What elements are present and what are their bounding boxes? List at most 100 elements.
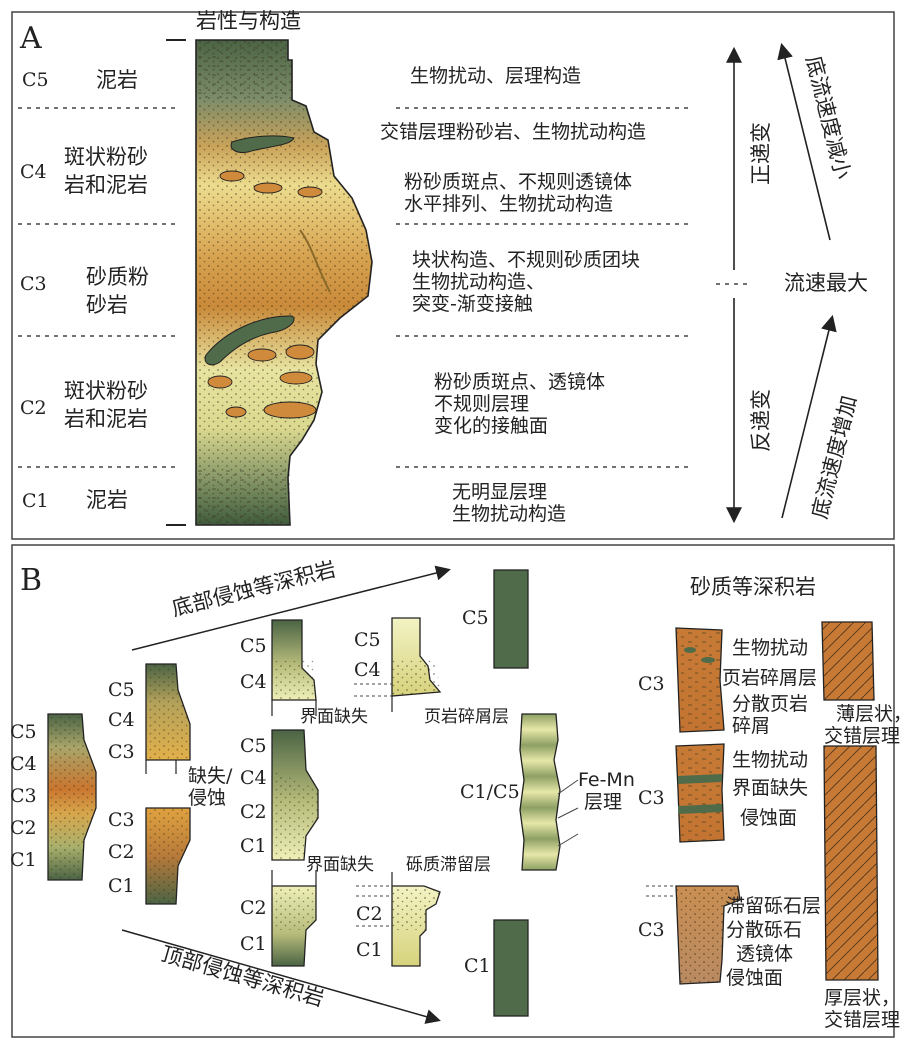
flow-lower-label: 底流速度增加: [808, 393, 862, 521]
svg-text:C5: C5: [22, 69, 49, 91]
sandy-row-2: C3 生物扰动 界面缺失 侵蚀面: [638, 743, 808, 843]
svg-text:侵蚀面: 侵蚀面: [740, 807, 797, 829]
flow-upper-label: 底流速度减小: [801, 53, 855, 181]
svg-text:透镜体: 透镜体: [736, 943, 793, 965]
trend-lower-label: 反递变: [749, 389, 773, 452]
svg-text:C4: C4: [108, 709, 135, 731]
svg-text:侵蚀: 侵蚀: [188, 787, 226, 809]
panel-a-column-title: 岩性与构造: [196, 9, 301, 33]
svg-text:页岩碎屑层: 页岩碎屑层: [722, 667, 817, 689]
trend-upper-label: 正递变: [749, 122, 773, 185]
svg-text:厚层状，: 厚层状，: [824, 987, 900, 1009]
svg-text:岩和泥岩: 岩和泥岩: [64, 173, 148, 197]
svg-text:砂质粉: 砂质粉: [86, 265, 149, 289]
column-c: C5 C4 C2 C1: [240, 729, 319, 861]
column-d: C2 C1: [240, 870, 317, 967]
svg-text:滞留砾石层: 滞留砾石层: [726, 895, 821, 917]
panel-a-frame: [11, 11, 895, 540]
svg-text:缺失/: 缺失/: [188, 765, 233, 787]
svg-text:C5: C5: [240, 735, 267, 757]
svg-text:生物扰动构造、: 生物扰动构造、: [412, 271, 545, 293]
svg-text:C4: C4: [20, 161, 47, 183]
svg-text:侵蚀面: 侵蚀面: [726, 967, 783, 989]
c5-only-column: C5: [462, 569, 529, 669]
unit-c3-label: C3 砂质粉 砂岩: [20, 265, 149, 317]
svg-text:C1: C1: [10, 849, 37, 871]
column-a: C5 C4: [240, 619, 317, 716]
c1c5-column: C1/C5 Fe-Mn 层理: [460, 713, 635, 871]
panel-b-label: B: [20, 563, 42, 598]
svg-text:块状构造、不规则砂质团块: 块状构造、不规则砂质团块: [412, 249, 640, 271]
svg-text:C5: C5: [240, 635, 267, 657]
flow-arrow-upper: [777, 42, 831, 241]
svg-text:C3: C3: [638, 919, 665, 941]
eroded-lower-column: C3 C2 C1: [108, 807, 191, 905]
svg-text:分散砾石: 分散砾石: [726, 919, 802, 941]
svg-text:Fe-Mn: Fe-Mn: [578, 769, 635, 791]
svg-text:C3: C3: [20, 273, 47, 295]
sandy-title: 砂质等深积岩: [690, 575, 816, 599]
bottom-erosion-arrow: [121, 929, 441, 1024]
svg-text:C4: C4: [354, 659, 381, 681]
svg-text:泥岩: 泥岩: [96, 68, 138, 92]
structures-c3: 块状构造、不规则砂质团块 生物扰动构造、 突变-渐变接触: [412, 249, 640, 315]
sandy-row-1: C3 生物扰动 页岩碎屑层 分散页岩 碎屑 薄层状， 交错层理: [638, 621, 906, 747]
svg-text:C2: C2: [240, 801, 267, 823]
svg-text:生物扰动: 生物扰动: [732, 749, 808, 771]
svg-text:C3: C3: [108, 809, 135, 831]
column-e: C2 C1: [356, 872, 441, 967]
svg-text:C1: C1: [108, 875, 135, 897]
svg-text:粉砂质斑点、透镜体: 粉砂质斑点、透镜体: [434, 371, 605, 393]
svg-text:C4: C4: [240, 767, 267, 789]
svg-text:斑状粉砂: 斑状粉砂: [64, 379, 148, 403]
sandy-row-3: C3 滞留砾石层 分散砾石 透镜体 侵蚀面 厚层状， 交错层理: [638, 745, 900, 1031]
c1-only-column: C1: [464, 919, 529, 1017]
svg-text:变化的接触面: 变化的接触面: [434, 415, 548, 437]
structures-c1: 无明显层理 生物扰动构造: [452, 481, 566, 525]
note-boundary-missing-2: 界面缺失: [306, 855, 374, 875]
unit-c4-label: C4 斑状粉砂 岩和泥岩: [20, 145, 148, 197]
svg-text:砂岩: 砂岩: [86, 293, 128, 317]
svg-text:C5: C5: [354, 629, 381, 651]
svg-text:C5: C5: [10, 721, 37, 743]
svg-text:C1: C1: [356, 939, 383, 961]
svg-text:C2: C2: [10, 817, 37, 839]
unit-c1-label: C1 泥岩: [22, 488, 128, 512]
svg-text:碎屑: 碎屑: [732, 715, 770, 737]
top-arrow-label: 底部侵蚀等深积岩: [169, 557, 338, 621]
svg-text:C3: C3: [108, 741, 135, 763]
structures-c2: 粉砂质斑点、透镜体 不规则层理 变化的接触面: [434, 371, 605, 437]
svg-text:分散页岩: 分散页岩: [732, 693, 808, 715]
svg-text:C1: C1: [464, 955, 491, 977]
flow-peak-label: 流速最大: [784, 271, 868, 295]
panel-b-frame: [11, 544, 895, 1038]
lithology-column-a: [195, 39, 373, 526]
svg-text:C1: C1: [22, 490, 49, 512]
svg-text:层理: 层理: [584, 791, 622, 813]
svg-text:泥岩: 泥岩: [86, 488, 128, 512]
svg-text:C5: C5: [108, 679, 135, 701]
svg-text:C1/C5: C1/C5: [460, 781, 520, 803]
unit-boundaries: [18, 107, 750, 468]
svg-text:C2: C2: [356, 903, 383, 925]
column-b: C5 C4: [354, 617, 442, 712]
svg-text:C2: C2: [20, 397, 47, 419]
svg-text:斑状粉砂: 斑状粉砂: [64, 145, 148, 169]
structures-c5: 生物扰动、层理构造: [410, 65, 581, 87]
svg-text:C1: C1: [240, 933, 267, 955]
svg-text:生物扰动、层理构造: 生物扰动、层理构造: [410, 65, 581, 87]
svg-text:交错层理: 交错层理: [824, 1009, 900, 1031]
svg-text:岩和泥岩: 岩和泥岩: [64, 407, 148, 431]
structures-c4: 交错层理粉砂岩、生物扰动构造 粉砂质斑点、不规则透镜体 水平排列、生物扰动构造: [380, 121, 646, 215]
svg-text:C1: C1: [240, 835, 267, 857]
svg-text:交错层理粉砂岩、生物扰动构造: 交错层理粉砂岩、生物扰动构造: [380, 121, 646, 143]
panel-a-label: A: [19, 21, 42, 56]
svg-text:C4: C4: [10, 753, 37, 775]
note-shale-debris: 页岩碎屑层: [424, 707, 509, 727]
svg-text:突变-渐变接触: 突变-渐变接触: [412, 293, 533, 315]
top-erosion-arrow: [131, 565, 451, 651]
svg-text:C3: C3: [638, 787, 665, 809]
svg-text:C3: C3: [638, 673, 665, 695]
svg-text:水平排列、生物扰动构造: 水平排列、生物扰动构造: [404, 193, 613, 215]
